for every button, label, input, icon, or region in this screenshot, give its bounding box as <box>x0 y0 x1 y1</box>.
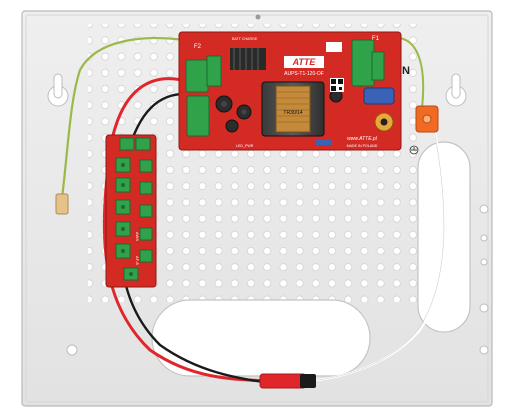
terminal-f2 <box>185 59 209 93</box>
top-labels: BATT CHARGE <box>232 37 258 41</box>
brand-logo: ATTE <box>284 56 324 68</box>
side-holes <box>66 204 489 356</box>
website-label: www.ATTE.pl <box>347 136 378 142</box>
mains-terminal <box>415 105 439 133</box>
main-pcb: TR30/14 ATTE AUPS-T1-120-OF F2 F1 BATT C… <box>178 31 402 151</box>
earth-wire-connector <box>55 193 69 215</box>
mains-letter: N <box>402 65 410 77</box>
battery-connector <box>259 373 316 389</box>
led-label: LED_PWR <box>236 144 254 148</box>
fuse-right-label: F1 <box>372 36 380 42</box>
dist-label-af8: AF-8 <box>135 256 140 265</box>
svg-text:ATTE: ATTE <box>292 57 317 67</box>
fuse-left-label: F2 <box>194 44 202 50</box>
distribution-pcb: AWS AF-8 <box>105 134 157 288</box>
dist-label-aws: AWS <box>135 232 140 241</box>
transformer-label: TR30/14 <box>283 110 302 116</box>
model-label: AUPS-T1-120-OF <box>284 71 324 77</box>
keyhole-mount-left <box>47 73 69 107</box>
top-screw <box>255 14 261 20</box>
earth-symbol-icon <box>409 145 419 155</box>
terminal-f1 <box>351 39 375 87</box>
origin-label: MADE IN POLAND <box>347 144 378 148</box>
keyhole-mount-right <box>445 73 467 107</box>
bottom-cutout <box>151 299 371 377</box>
terminal-output <box>186 95 210 137</box>
